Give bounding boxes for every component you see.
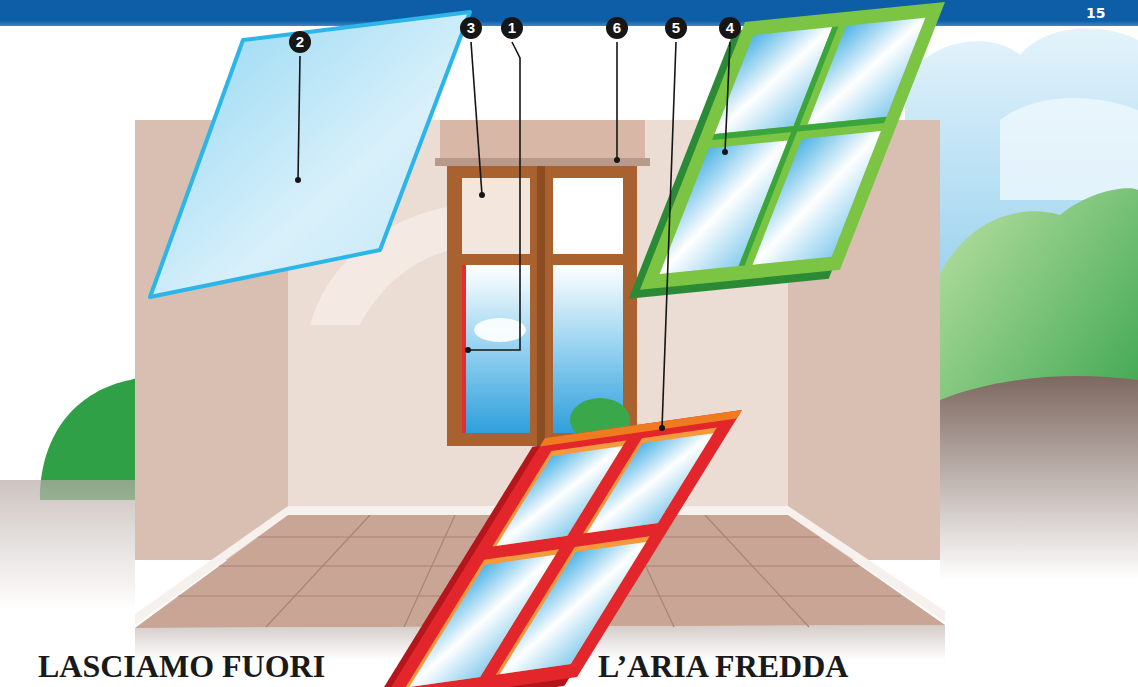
callout-number: 2 [289, 31, 311, 53]
callout-number: 4 [719, 17, 741, 39]
callout-number: 3 [460, 17, 482, 39]
page-number: 15 [1086, 5, 1105, 21]
callout-number: 1 [501, 17, 523, 39]
callout-number: 6 [606, 17, 628, 39]
heading-text: L’ARIA FREDDA [598, 648, 848, 684]
leader-dot [295, 149, 728, 431]
heading-text: LASCIAMO FUORI [38, 648, 325, 684]
leader-line [298, 42, 730, 428]
callout-number: 5 [665, 17, 687, 39]
